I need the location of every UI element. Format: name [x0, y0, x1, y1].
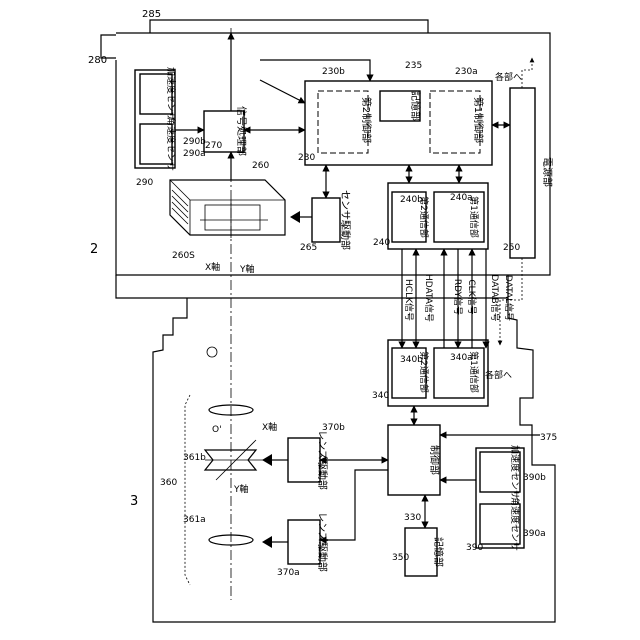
datab-signal-label: DATAB信号 — [489, 274, 501, 321]
lens-driver-370a-label: レンズ駆動部 — [316, 512, 329, 572]
ref-390a: 390a — [523, 529, 546, 539]
sensor-group-290: 加速度センサ 角速度センサ — [135, 67, 177, 171]
power-supply-250 — [510, 88, 535, 258]
sensor-block — [170, 180, 285, 235]
ref-270: 270 — [205, 141, 222, 151]
top-protrusion — [150, 20, 428, 33]
comm-240: 第2通信部 第1通信部 — [388, 183, 488, 249]
lens-driver-370a — [288, 520, 320, 564]
clk-signal-label: CLK信号 — [466, 279, 478, 314]
ref-240a: 240a — [450, 193, 473, 203]
hdata-signal-label: HDATA信号 — [423, 274, 435, 322]
lens-drive-arrow-a — [262, 536, 272, 548]
ref-375: 375 — [540, 433, 557, 443]
lens-controller-label: 制御部 — [428, 445, 441, 475]
ref-235: 235 — [405, 61, 422, 71]
power-supply-label: 電源部 — [541, 157, 554, 187]
ref-3: 3 — [130, 494, 138, 509]
image-sensor-260 — [170, 180, 285, 238]
ref-390b: 390b — [523, 473, 546, 483]
second-control-label: 第2制御部 — [360, 97, 373, 143]
lens-driver-370b — [288, 438, 320, 482]
gyro-sensor-390a-label: 角速度センサ — [509, 497, 521, 551]
ref-230a: 230a — [455, 67, 478, 77]
y-axis-label: Y軸 — [239, 263, 255, 275]
optical-axis-o-prime: O' — [212, 425, 222, 435]
optical-center-circle — [207, 347, 217, 357]
to-each-unit-lower: 各部へ — [485, 369, 512, 381]
rdy-signal-label: RDY信号 — [452, 279, 464, 315]
lens-x-axis-label: X軸 — [262, 421, 277, 433]
accel-sensor-290b-label: 加速度センサ — [165, 67, 177, 121]
sensor-surface-260S — [205, 205, 260, 230]
ref-350: 350 — [392, 553, 409, 563]
ref-290: 290 — [136, 178, 153, 188]
ref-370b: 370b — [322, 423, 345, 433]
memory-350-label: 記憶部 — [432, 537, 445, 567]
ref-340a: 340a — [450, 353, 473, 363]
ref-361b: 361b — [183, 453, 206, 463]
sensor-driver-label: センサ駆動部 — [339, 190, 352, 250]
sensor-drive-arrow — [290, 211, 300, 223]
ref-340b: 340b — [400, 355, 423, 365]
lens-group-bracket — [185, 395, 190, 585]
ref-240b: 240b — [400, 195, 423, 205]
ref-2: 2 — [90, 242, 98, 257]
ref-340: 340 — [372, 391, 389, 401]
ref-250: 250 — [503, 243, 520, 253]
ref-330: 330 — [404, 513, 421, 523]
ref-230b: 230b — [322, 67, 345, 77]
ref-260S: 260S — [172, 251, 195, 261]
sensor-group-390: 加速度センサ 角速度センサ — [476, 445, 524, 551]
memory-235-label: 記憶部 — [409, 91, 422, 121]
to-each-unit-upper: 各部へ — [495, 71, 522, 83]
ref-285: 285 — [142, 9, 161, 20]
ref-360: 360 — [160, 478, 177, 488]
first-control-label: 第1制御部 — [472, 97, 485, 143]
gyro-sensor-290a-label: 角速度センサ — [165, 117, 177, 171]
body-shoulder — [116, 275, 508, 298]
ref-290a: 290a — [183, 149, 206, 159]
ref-290b: 290b — [183, 137, 206, 147]
comm-340: 第2通信部 第1通信部 — [388, 340, 488, 406]
ref-265: 265 — [300, 243, 317, 253]
lens-driver-370b-label: レンズ駆動部 — [316, 430, 329, 490]
hclk-signal-label: HCLK信号 — [403, 279, 415, 321]
x-axis-label: X軸 — [205, 261, 220, 273]
sensor-driver-265 — [312, 198, 340, 242]
lens-elements — [185, 347, 270, 585]
signal-processor-label: 信号処理部 — [235, 106, 248, 156]
ref-280: 280 — [88, 55, 107, 66]
accel-sensor-390b-label: 加速度センサ — [509, 445, 521, 499]
controller-230: 第2制御部 記憶部 第1制御部 — [305, 81, 492, 165]
ref-260: 260 — [252, 161, 269, 171]
ref-370a: 370a — [277, 568, 300, 578]
lens-y-axis-label: Y軸 — [233, 483, 249, 495]
ref-361a: 361a — [183, 515, 206, 525]
datal-signal-label: DATAL信号 — [503, 275, 515, 321]
ref-240: 240 — [373, 238, 390, 248]
ref-390: 390 — [466, 543, 483, 553]
ref-230: 230 — [298, 153, 315, 163]
